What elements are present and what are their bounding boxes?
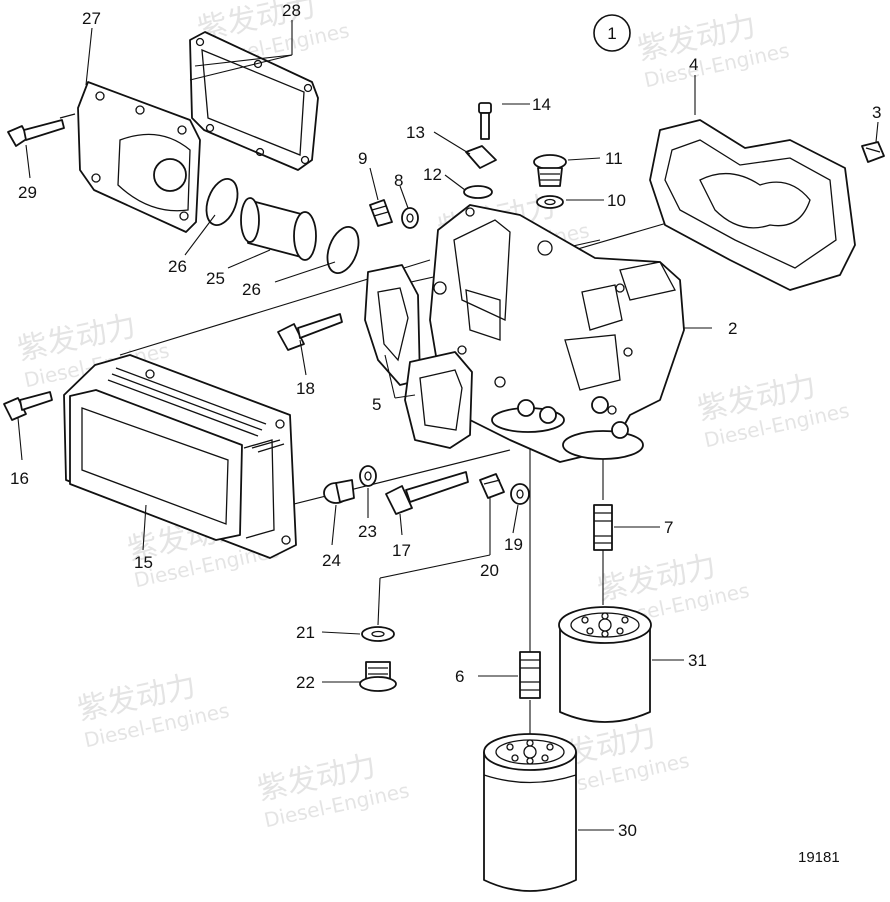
callout-25: 25	[206, 269, 225, 288]
callout-29: 29	[18, 183, 37, 202]
part-26-o-ring-left	[205, 178, 239, 226]
part-9-nipple	[369, 199, 393, 227]
callout-26-right: 26	[242, 280, 261, 299]
part-4-gasket	[649, 119, 856, 291]
part-29-bolt	[7, 113, 76, 147]
callout-4: 4	[689, 55, 698, 74]
part-11-plug	[533, 154, 567, 187]
callout-9: 9	[358, 149, 367, 168]
part-7-nipple	[593, 504, 613, 551]
callout-14: 14	[532, 95, 551, 114]
part-18-bolt	[277, 313, 343, 351]
callout-27: 27	[82, 9, 101, 28]
part-22-plug	[359, 661, 397, 692]
callout-13: 13	[406, 123, 425, 142]
part-5-gaskets	[364, 264, 473, 449]
part-24-plug	[323, 479, 355, 504]
part-21-washer	[361, 626, 395, 642]
part-28-gasket	[189, 31, 319, 171]
callout-17: 17	[392, 541, 411, 560]
callout-2: 2	[728, 319, 737, 338]
callout-11: 11	[605, 149, 623, 168]
part-17-bolt	[385, 471, 469, 515]
callout-5: 5	[372, 395, 381, 414]
callout-15: 15	[134, 553, 153, 572]
callout-12: 12	[423, 165, 442, 184]
callout-31: 31	[688, 651, 707, 670]
part-27-cover	[77, 81, 201, 233]
part-15-oil-cooler	[63, 354, 297, 559]
group-number-badge: 1	[593, 14, 631, 52]
part-12-o-ring	[463, 185, 493, 199]
callout-28: 28	[282, 1, 301, 20]
part-16-bolt	[3, 391, 53, 421]
part-8-washer	[401, 207, 419, 229]
callout-18: 18	[296, 379, 315, 398]
callout-26-left: 26	[168, 257, 187, 276]
callout-21: 21	[296, 623, 315, 642]
group-number: 1	[607, 24, 616, 43]
callout-30: 30	[618, 821, 637, 840]
callout-22: 22	[296, 673, 315, 692]
callout-7: 7	[664, 518, 673, 537]
callout-8: 8	[394, 171, 403, 190]
callout-19: 19	[504, 535, 523, 554]
part-26-o-ring-right	[326, 226, 360, 274]
part-31-oil-filter	[558, 606, 652, 723]
callout-labels: 2 3 4 5 6 7 8 9 10 11 12 13 14 15 16 17 …	[10, 1, 881, 840]
callout-6: 6	[455, 667, 464, 686]
leader-lines	[17, 20, 879, 831]
part-3-plug	[861, 141, 885, 163]
part-20-plug	[479, 473, 505, 499]
part-30-oil-filter	[483, 733, 577, 892]
drawing-number: 19181	[798, 849, 840, 866]
part-6-nipple	[519, 651, 541, 699]
callout-24: 24	[322, 551, 341, 570]
part-23-washer	[359, 465, 377, 487]
part-25-sleeve	[240, 197, 317, 261]
part-19-washer	[510, 483, 530, 505]
callout-20: 20	[480, 561, 499, 580]
part-2-oil-filter-housing	[429, 204, 685, 463]
callout-10: 10	[607, 191, 626, 210]
part-10-washer	[536, 195, 564, 209]
part-14-screw	[478, 102, 492, 140]
callout-23: 23	[358, 522, 377, 541]
callout-3: 3	[872, 103, 881, 122]
part-13-plate	[465, 145, 497, 169]
callout-16: 16	[10, 469, 29, 488]
